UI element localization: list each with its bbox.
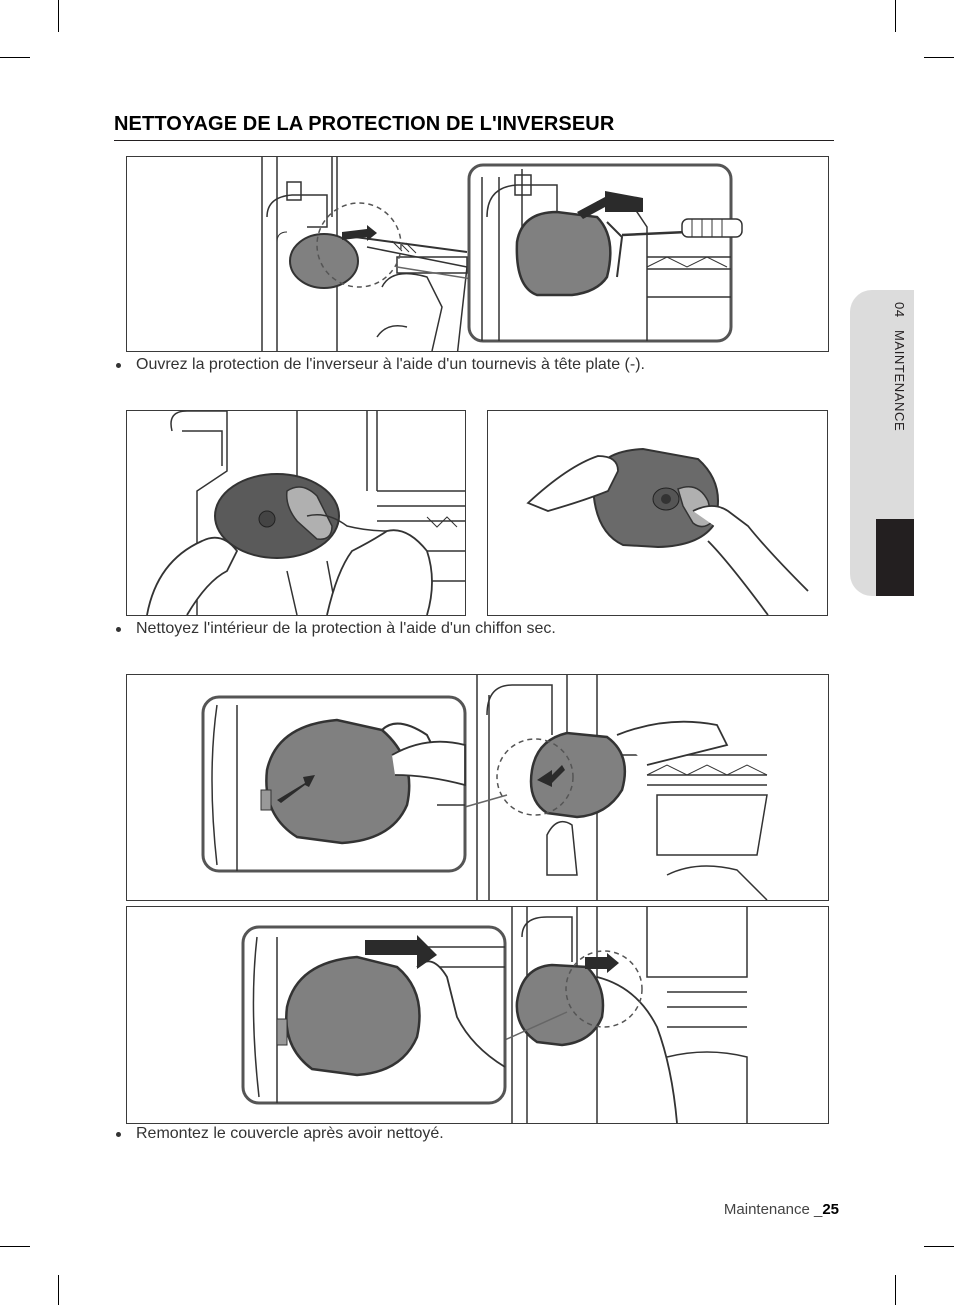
crop-mark [924,57,954,58]
illustration-clean-inside [126,410,466,616]
crop-mark [0,57,30,58]
step-text: Remontez le couvercle après avoir nettoy… [136,1125,444,1142]
bullet-dot [116,362,121,368]
illustration-insert-cover [126,674,829,901]
clean-inside-drawing [146,411,465,615]
crop-mark [895,1275,896,1305]
step-bullet: Nettoyez l'intérieur de la protection à … [116,620,556,638]
crop-mark [924,1246,954,1247]
crop-mark [895,0,896,32]
step-text: Nettoyez l'intérieur de la protection à … [136,620,556,637]
bullet-dot [116,626,121,632]
crop-mark [0,1246,30,1247]
step-bullet: Remontez le couvercle après avoir nettoy… [116,1125,444,1143]
illustration-wipe-cover [487,410,828,616]
illustration-close-cover [126,906,829,1124]
page-number: 25 [822,1201,839,1218]
side-tab-marker [876,519,914,596]
open-cover-drawing [261,157,743,351]
wipe-cover-drawing [526,447,809,615]
page-title: NETTOYAGE DE LA PROTECTION DE L'INVERSEU… [114,113,834,141]
step-bullet: Ouvrez la protection de l'inverseur à l'… [116,356,645,374]
page-footer: Maintenance _25 [724,1201,839,1218]
side-tab-number: 04 [892,302,907,318]
section-side-tab: 04 MAINTENANCE [850,290,914,596]
insert-cover-drawing [201,675,768,900]
step-text: Ouvrez la protection de l'inverseur à l'… [136,356,645,373]
close-cover-drawing [241,907,748,1123]
footer-label: Maintenance _ [723,1201,823,1218]
crop-mark [58,1275,59,1305]
crop-mark [58,0,59,32]
side-tab-label: 04 MAINTENANCE [892,302,907,431]
bullet-dot [116,1131,121,1137]
side-tab-section: MAINTENANCE [892,329,907,432]
illustration-open-cover [126,156,829,352]
